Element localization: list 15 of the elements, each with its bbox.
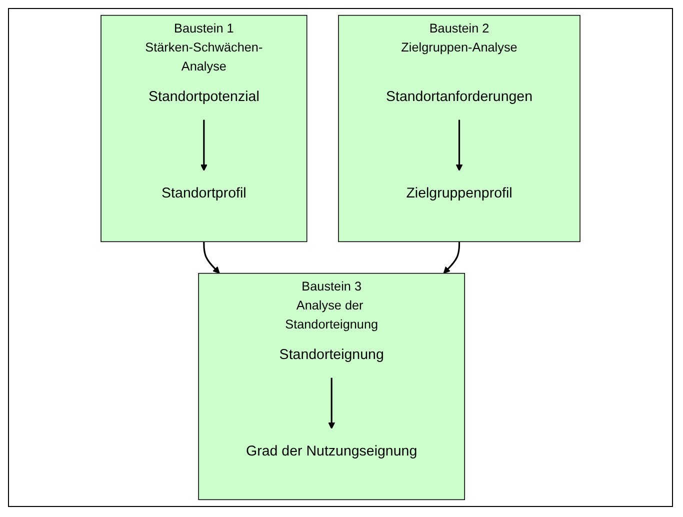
node-text: Standortanforderungen — [386, 88, 533, 104]
node-text: Standorteignung — [279, 346, 384, 362]
cluster — [198, 272, 465, 500]
flowchart: Baustein 3 Analyse der Standorteignung Standorteignung Grad der Nutzungseignung Baustein 2 Zielgruppen-Analyse Standortanforderungen Zielgruppenprofil Baustein 1 Stärken-Schwächen-Analyse Standortpotenzial Standortprofil — [9, 9, 672, 506]
node-text: Grad der Nutzungseignung — [246, 443, 418, 459]
arrow — [328, 377, 336, 430]
cluster — [338, 14, 580, 242]
cluster — [100, 14, 308, 242]
node-text: Standortpotenzial — [148, 88, 260, 104]
arrow — [200, 119, 208, 172]
node-text: Standortprofil — [162, 185, 246, 201]
node-text: Zielgruppenprofil — [406, 185, 512, 201]
arrow — [203, 242, 220, 274]
arrow — [443, 242, 460, 274]
arrow — [456, 119, 463, 172]
